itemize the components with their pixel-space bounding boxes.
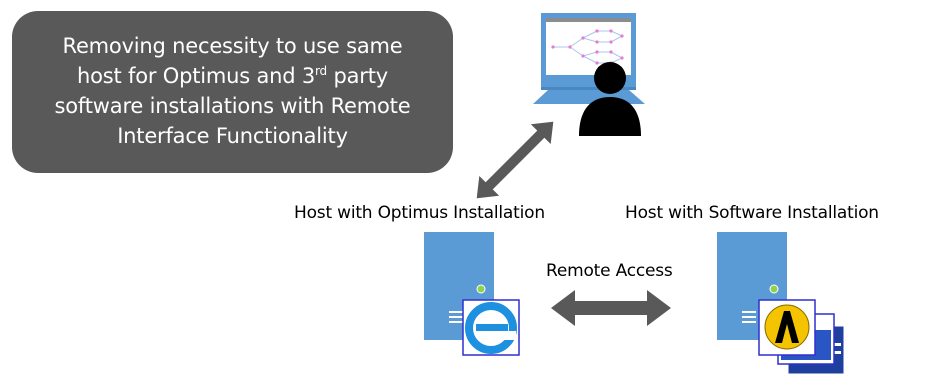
user-body — [579, 97, 641, 136]
optimus-e-logo-icon — [462, 299, 520, 356]
user-head — [594, 62, 626, 94]
host-optimus-label: Host with Optimus Installation — [294, 203, 545, 223]
callout-line-2-end: party — [326, 64, 388, 88]
software-lambda-logo-icon — [758, 299, 816, 356]
remote-access-arrow — [551, 290, 671, 326]
callout-line-1: Removing necessity to use same — [62, 34, 403, 58]
callout-line-3: software installations with Remote — [54, 94, 411, 118]
callout-line-4: Interface Functionality — [117, 124, 348, 148]
user-at-computer-icon — [533, 13, 645, 136]
server-led — [476, 284, 486, 294]
callout-box: Removing necessity to use same host for … — [12, 11, 453, 173]
keyboard-base — [533, 90, 645, 104]
callout-line-2-start: host for Optimus and 3 — [77, 64, 316, 88]
callout-ordinal-suffix: rd — [315, 64, 327, 78]
callout-line-2: host for Optimus and 3rd party — [12, 61, 453, 91]
host-software-label: Host with Software Installation — [625, 203, 879, 223]
workflow-graph-icon — [553, 30, 623, 64]
server-led — [769, 284, 779, 294]
user-host-arrow — [475, 120, 555, 200]
remote-access-label: Remote Access — [546, 261, 673, 281]
